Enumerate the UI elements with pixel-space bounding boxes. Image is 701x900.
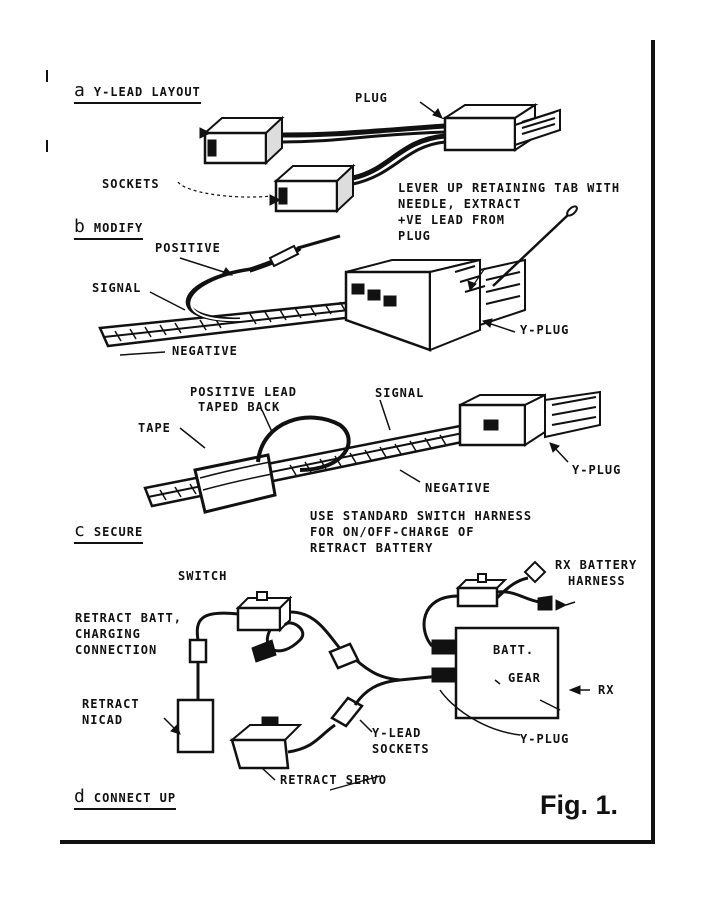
tape-label: TAPE: [138, 421, 171, 435]
section-b-letter: b: [74, 216, 86, 237]
section-d-heading: d CONNECT UP: [74, 786, 177, 810]
page-frame: [46, 40, 655, 844]
connect-up-drawing: [163, 560, 590, 791]
y-plug-label-c: Y-PLUG: [572, 463, 622, 477]
retract-servo: [229, 716, 303, 770]
figure-caption: Fig. 1.: [540, 790, 619, 820]
lever-note-line-4: PLUG: [398, 229, 431, 243]
y-lead-sockets-label-1: Y-LEAD: [372, 726, 422, 740]
rx-battery-label-2: HARNESS: [568, 574, 626, 588]
y-plug-label-d: Y-PLUG: [520, 732, 570, 746]
positive-label: POSITIVE: [155, 241, 221, 255]
plug-label: PLUG: [355, 91, 388, 105]
lever-note-line-1: LEVER UP RETAINING TAB WITH: [398, 181, 621, 195]
section-a-heading: a Y-LEAD LAYOUT: [74, 80, 201, 104]
retract-servo-label: RETRACT SERVO: [280, 773, 387, 787]
retract-batt-label-1: RETRACT BATT,: [75, 611, 182, 625]
retract-batt-label-3: CONNECTION: [75, 643, 158, 657]
y-lead-layout-drawing: [177, 101, 561, 214]
positive-lead-label-1: POSITIVE LEAD: [190, 385, 297, 399]
y-plug-b: [344, 258, 526, 352]
signal-label-c: SIGNAL: [375, 386, 425, 400]
y-plug-c: [458, 390, 601, 447]
standard-harness-note-1: USE STANDARD SWITCH HARNESS: [310, 509, 533, 523]
switch-label: SWITCH: [178, 569, 228, 583]
standard-harness-note-2: FOR ON/OFF-CHARGE OF: [310, 525, 475, 539]
switch: [235, 591, 293, 633]
receiver-rx: [431, 626, 560, 720]
rx-switch: [455, 573, 508, 608]
flat-cable-b: [98, 300, 364, 348]
socket-1: [202, 115, 285, 166]
retract-nicad-label-1: RETRACT: [82, 697, 140, 711]
secure-drawing: [143, 390, 601, 514]
retract-nicad-label-2: NICAD: [82, 713, 124, 727]
section-d-letter: d: [74, 786, 86, 807]
signal-label-b: SIGNAL: [92, 281, 142, 295]
plug: [441, 103, 561, 152]
section-b-title: MODIFY: [93, 221, 144, 235]
socket-2: [273, 163, 356, 214]
section-b-heading: b MODIFY: [74, 216, 144, 240]
section-a-letter: a: [74, 80, 86, 101]
positive-lead-label-2: TAPED BACK: [198, 400, 281, 414]
gear-label: GEAR: [508, 671, 541, 685]
section-a-title: Y-LEAD LAYOUT: [93, 85, 201, 99]
retract-batt-label-2: CHARGING: [75, 627, 141, 641]
section-c-heading: c SECURE: [74, 520, 144, 544]
batt-label: BATT.: [493, 643, 535, 657]
negative-label-c: NEGATIVE: [425, 481, 491, 495]
section-c-title: SECURE: [93, 525, 144, 539]
rx-battery-label-1: RX BATTERY: [555, 558, 638, 572]
lever-note-line-2: NEEDLE, EXTRACT: [398, 197, 522, 211]
y-plug-label-b: Y-PLUG: [520, 323, 570, 337]
section-c-letter: c: [74, 520, 86, 541]
negative-label-b: NEGATIVE: [172, 344, 238, 358]
rx-label: RX: [598, 683, 615, 697]
y-lead-sockets-label-2: SOCKETS: [372, 742, 430, 756]
section-d-title: CONNECT UP: [93, 791, 177, 805]
flat-cable-c: [143, 423, 474, 508]
sockets-label: SOCKETS: [102, 177, 160, 191]
standard-harness-note-3: RETRACT BATTERY: [310, 541, 434, 555]
lever-note-line-3: +VE LEAD FROM: [398, 213, 505, 227]
modify-drawing: [98, 205, 578, 356]
